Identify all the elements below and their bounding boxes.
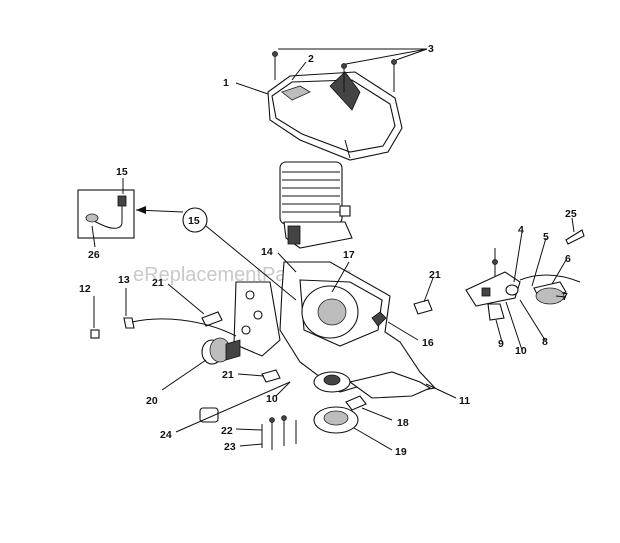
crankcase-housing — [233, 261, 437, 399]
fuel-line-box — [77, 189, 135, 239]
carburetor-part — [201, 337, 241, 365]
callout-labels: 1 2 3 4 5 6 7 8 9 10 10 11 12 13 14 15 1… — [79, 43, 577, 458]
callout-10b: 10 — [266, 393, 278, 405]
callout-3: 3 — [428, 43, 434, 55]
callout-11: 11 — [459, 395, 470, 407]
callout-21a: 21 — [152, 277, 164, 289]
callout-15b: 15 — [188, 215, 200, 227]
fuel-cap — [313, 371, 367, 434]
callout-circle-15 — [182, 207, 208, 233]
callout-9: 9 — [498, 338, 504, 350]
callout-10a: 10 — [515, 345, 527, 357]
callout-4: 4 — [518, 224, 524, 236]
callout-17: 17 — [343, 249, 355, 261]
leader-lines — [91, 48, 575, 451]
callout-21b: 21 — [222, 369, 234, 381]
callout-20: 20 — [146, 395, 158, 407]
engine-cover — [267, 71, 403, 161]
callout-8: 8 — [542, 336, 548, 348]
callout-14: 14 — [261, 246, 273, 258]
callout-21c: 21 — [429, 269, 441, 281]
cylinder-assembly — [279, 161, 353, 249]
callout-12: 12 — [79, 283, 91, 295]
connector-16 — [371, 311, 387, 327]
callout-1: 1 — [223, 77, 229, 89]
callout-18: 18 — [397, 417, 409, 429]
callout-2: 2 — [308, 53, 314, 65]
callout-22: 22 — [221, 425, 233, 437]
small-parts — [90, 317, 237, 339]
callout-25: 25 — [565, 208, 577, 220]
callout-5: 5 — [543, 231, 549, 243]
callout-19: 19 — [395, 446, 407, 458]
callout-26: 26 — [88, 249, 100, 261]
cover-screws — [272, 51, 397, 92]
callout-7: 7 — [562, 291, 568, 303]
callout-23: 23 — [224, 441, 236, 453]
callout-15a: 15 — [116, 166, 128, 178]
spacer-24 — [199, 407, 219, 423]
gaskets — [201, 299, 433, 383]
callout-24: 24 — [160, 429, 172, 441]
bolts-22-23 — [261, 415, 297, 450]
throttle-assembly — [465, 229, 585, 321]
callout-16: 16 — [422, 337, 434, 349]
callout-13: 13 — [118, 274, 130, 286]
callout-6: 6 — [565, 253, 571, 265]
